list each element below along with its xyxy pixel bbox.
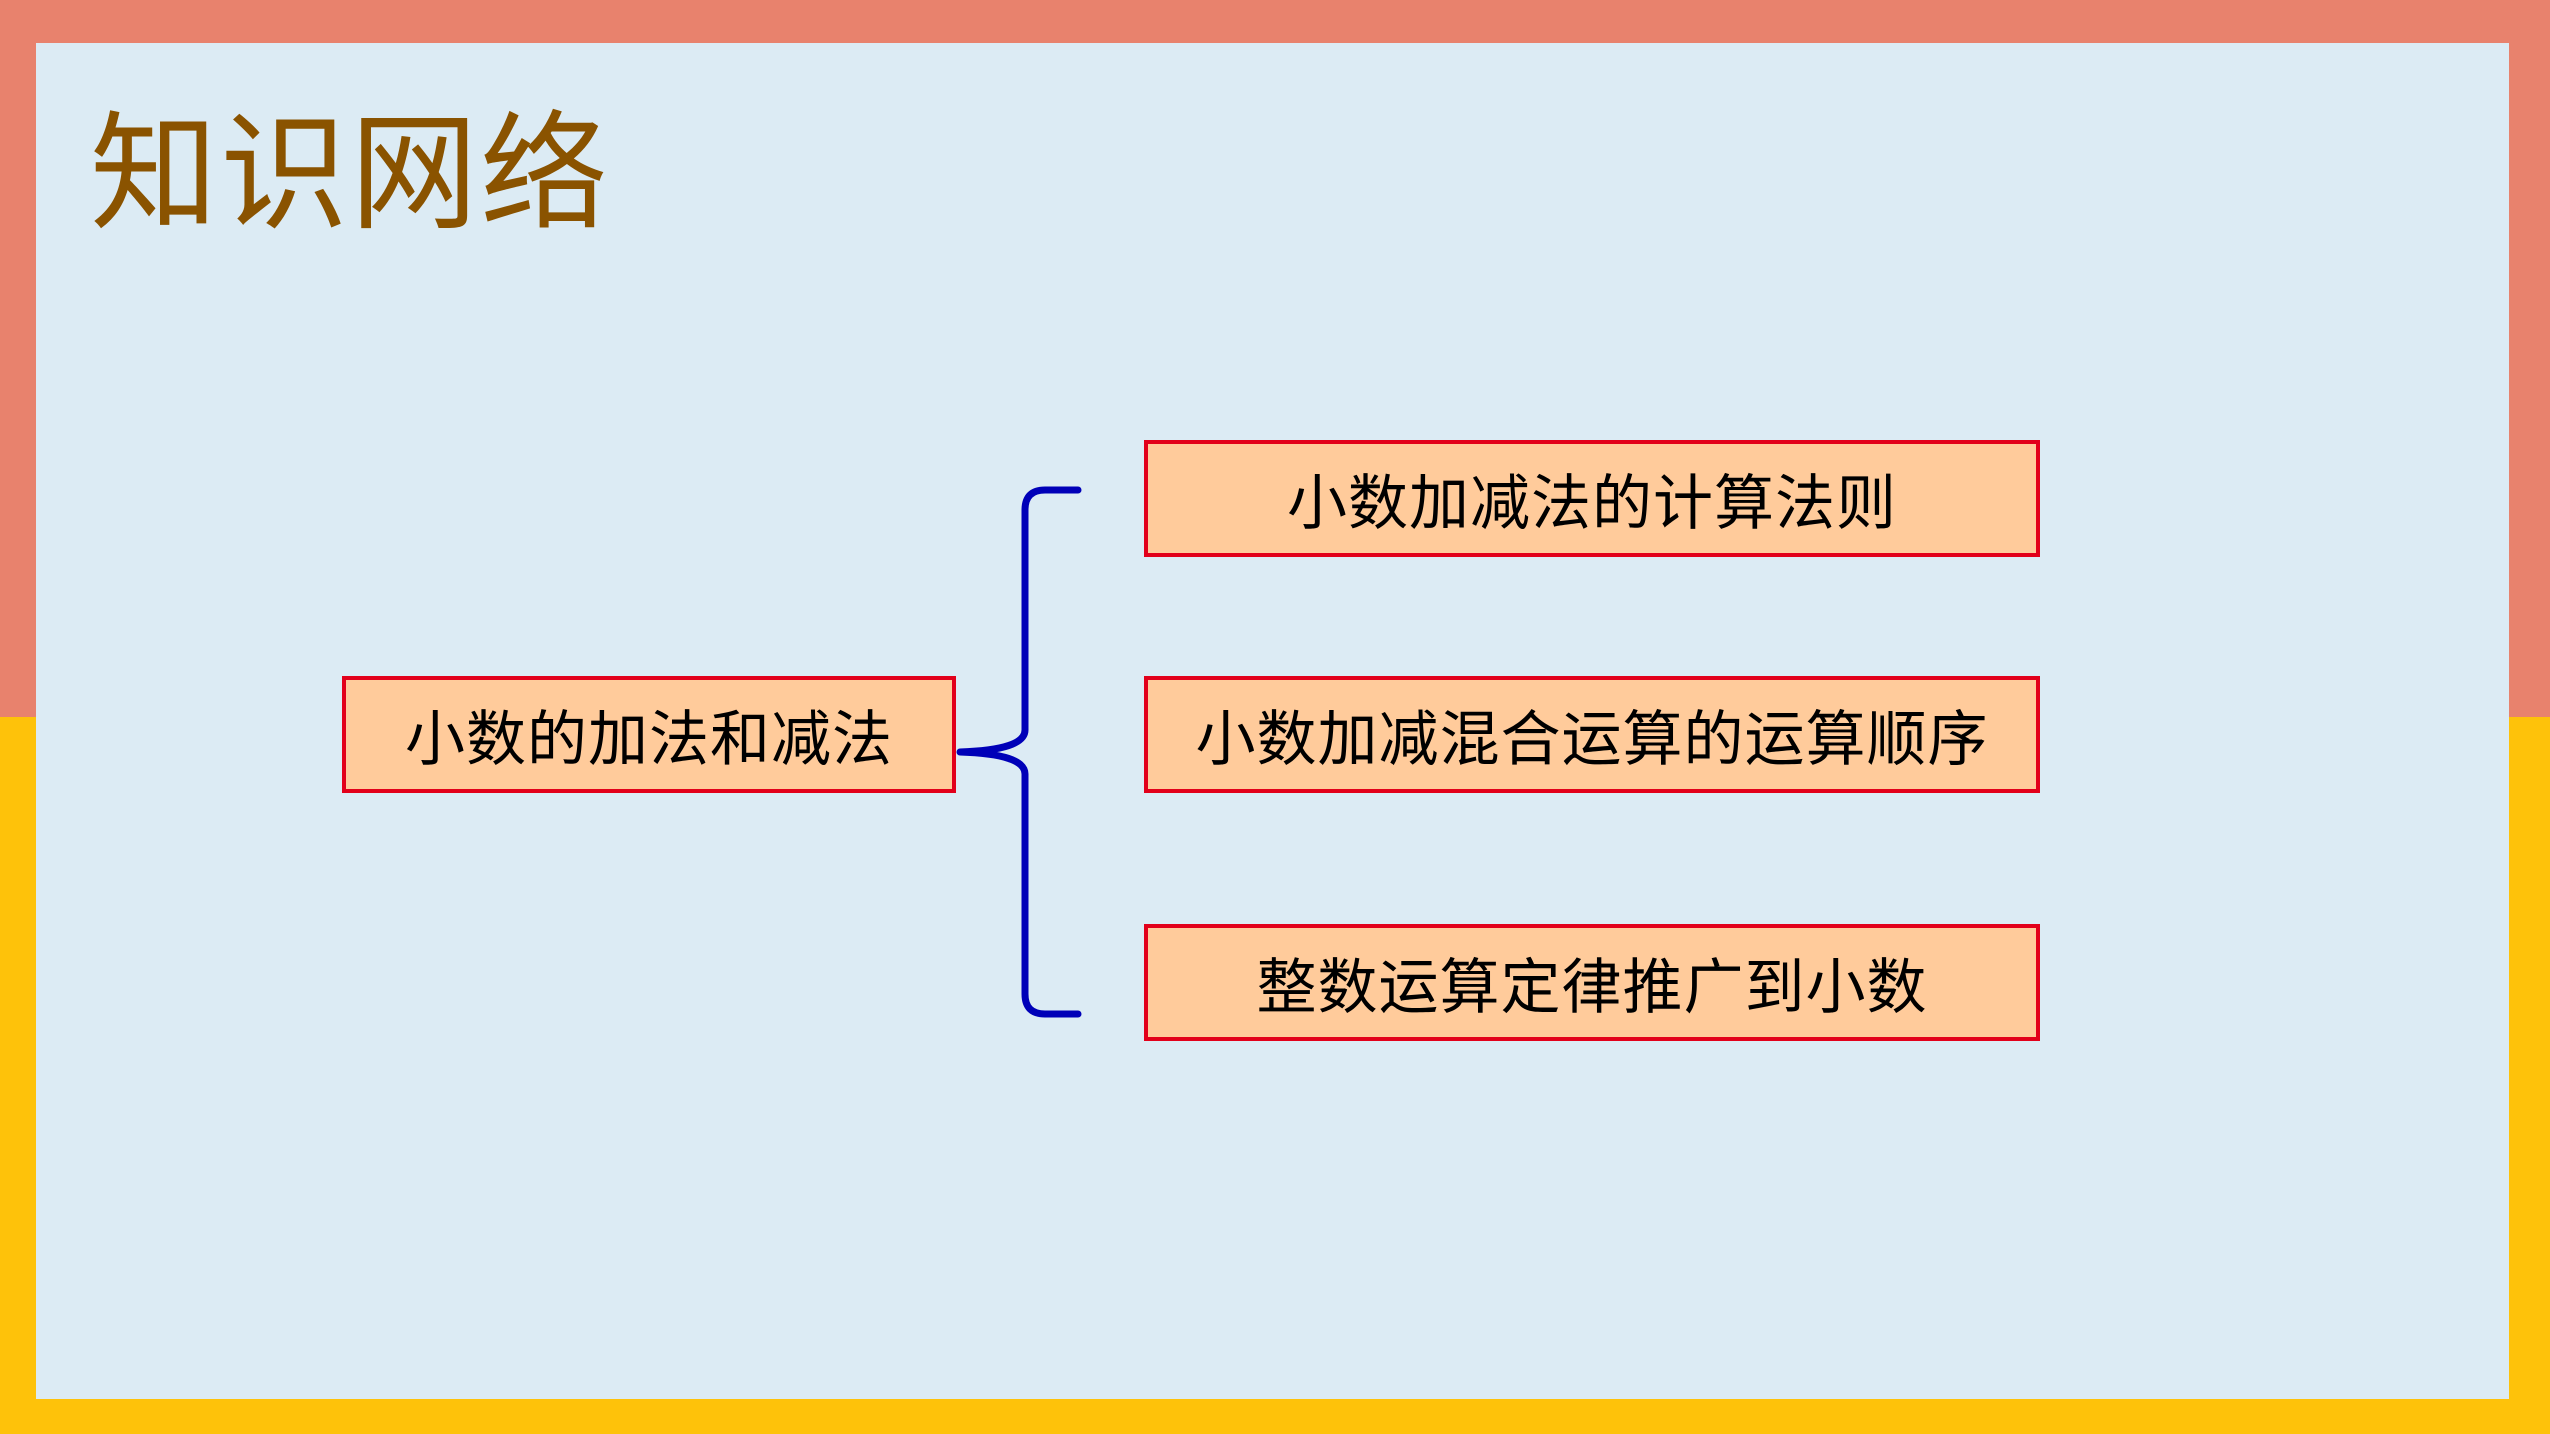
branch-box-2: 小数加减混合运算的运算顺序 <box>1144 676 2040 793</box>
branch-box-3: 整数运算定律推广到小数 <box>1144 924 2040 1041</box>
root-topic-box: 小数的加法和减法 <box>342 676 956 793</box>
page-title: 知识网络 <box>90 100 611 249</box>
branch-box-1: 小数加减法的计算法则 <box>1144 440 2040 557</box>
